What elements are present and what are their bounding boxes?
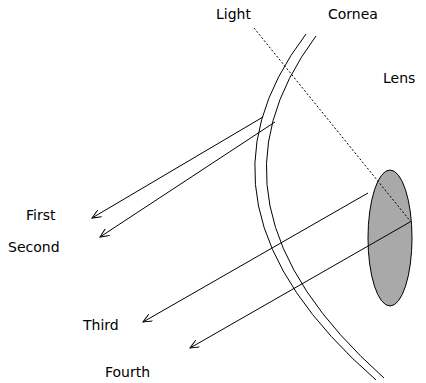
light-ray — [254, 28, 411, 222]
third-reflection — [143, 193, 368, 322]
fourth-reflection — [190, 222, 410, 348]
light-label: Light — [216, 6, 251, 22]
lens-label: Lens — [383, 70, 415, 86]
cornea-label: Cornea — [328, 6, 378, 22]
cornea-inner — [266, 36, 384, 378]
first-reflection — [92, 117, 263, 218]
ray-label: Third — [83, 317, 119, 333]
ray-label: Second — [8, 239, 60, 255]
ray-label: First — [26, 207, 55, 223]
second-reflection — [100, 122, 275, 237]
ray-label: Fourth — [105, 364, 150, 380]
cornea-outer — [255, 34, 376, 380]
lens-shape — [368, 170, 412, 306]
